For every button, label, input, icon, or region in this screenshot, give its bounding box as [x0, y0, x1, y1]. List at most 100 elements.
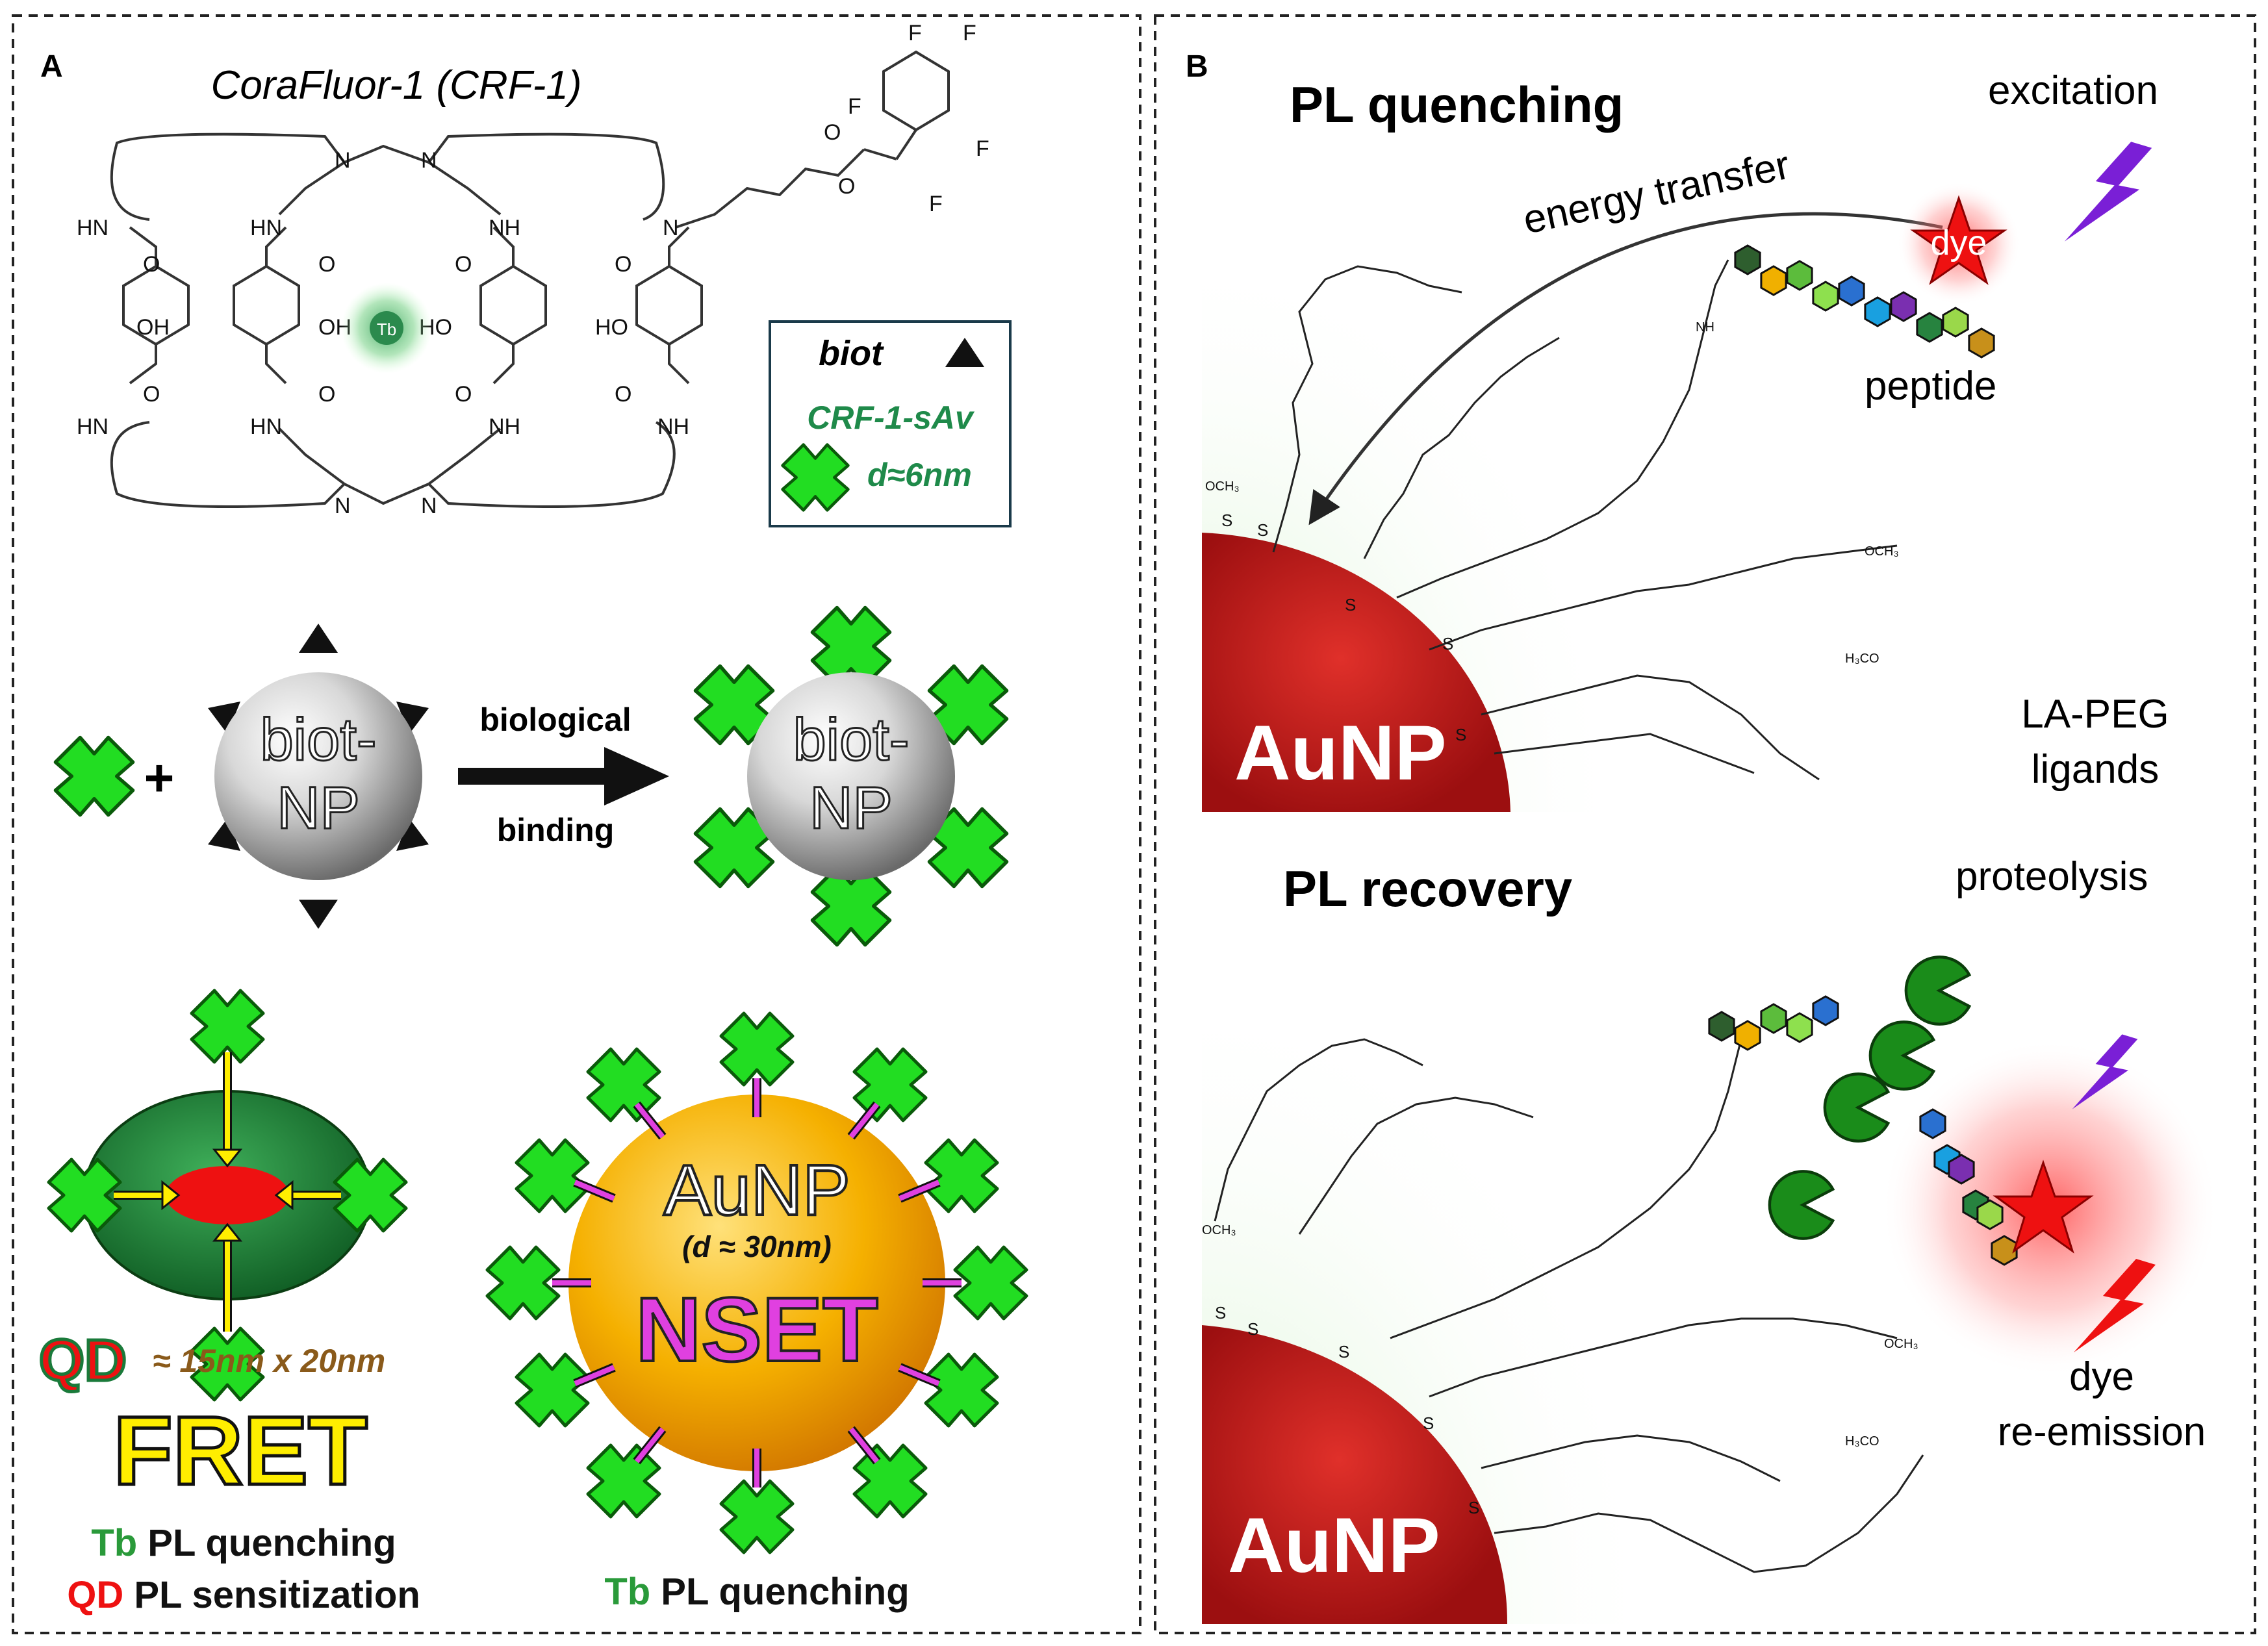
- excitation-label: excitation: [1988, 68, 2158, 113]
- dye-label: dye: [1930, 223, 1987, 262]
- hn-4: HN: [250, 414, 282, 439]
- o-5: O: [143, 382, 160, 407]
- bridge-top: [344, 144, 429, 164]
- reemission-label-1: dye: [2069, 1354, 2134, 1399]
- top-peptide-residue-10: [1968, 327, 1995, 359]
- released-peptide: [1919, 1108, 2018, 1266]
- o-2: O: [318, 252, 335, 277]
- f-3: F: [848, 94, 861, 119]
- bottom-aunp-sphere: [1202, 1325, 1508, 1624]
- biot-np-label-1: biot-: [261, 707, 377, 773]
- legend-box: biot CRF-1-sAv d≈6nm: [769, 320, 1012, 527]
- binding-scheme: + biot- NP biological binding: [55, 607, 1006, 944]
- bot-och3-2: OCH₃: [1884, 1337, 1918, 1351]
- top-s-5: S: [1455, 725, 1466, 744]
- cage-arc-bottom-left: [110, 421, 346, 508]
- top-aunp-label: AuNP: [1234, 709, 1447, 796]
- fragment-residue-4: [1786, 1012, 1813, 1043]
- n-2: N: [421, 148, 437, 173]
- arrow-label-top: biological: [479, 702, 631, 738]
- n-4: N: [421, 494, 437, 518]
- aunp-caption-tb: Tb: [604, 1571, 650, 1613]
- ho-2: HO: [595, 315, 628, 340]
- biot-np-label-2: NP: [277, 775, 360, 841]
- top-och3: OCH₃: [1205, 479, 1240, 494]
- top-chem-labels: S S S S S OCH₃ OCH₃ H₃CO NH: [1205, 320, 1899, 744]
- fragment-residue-3: [1760, 1003, 1787, 1034]
- bound-np-label-1: biot-: [793, 707, 910, 773]
- panel-b-border: [1154, 14, 2256, 1634]
- top-peptide-residue-2: [1760, 265, 1787, 296]
- bot-s-1: S: [1215, 1303, 1226, 1323]
- released-dye-star-icon: [1993, 1159, 2094, 1254]
- binding-arrow-head: [604, 747, 669, 805]
- legend-diameter: d≈6nm: [867, 457, 972, 493]
- bridge-bottom: [344, 483, 429, 505]
- o-7: O: [455, 382, 472, 407]
- bot-och3: OCH₃: [1202, 1223, 1236, 1237]
- aunp-caption-rest: PL quenching: [650, 1571, 910, 1613]
- tb-label: Tb: [377, 320, 396, 339]
- protease-icon-4: [1770, 1171, 1833, 1238]
- top-peg-chains: [1272, 259, 1898, 781]
- linker-chain: [675, 148, 865, 229]
- energy-transfer-arrow: [1308, 212, 1943, 525]
- panel-a: A CoraFluor-1 (CRF-1): [12, 14, 1141, 1634]
- top-peptide-residue-4: [1812, 281, 1839, 312]
- top-s-2: S: [1257, 520, 1268, 540]
- bot-s-4: S: [1423, 1413, 1434, 1433]
- top-peptide-residue-1: [1734, 244, 1761, 275]
- nset-label: NSET: [635, 1278, 878, 1380]
- nh-3: NH: [657, 414, 689, 439]
- n-3: N: [335, 494, 351, 518]
- top-s-4: S: [1442, 634, 1453, 653]
- ligands-label-1: LA-PEG: [2021, 692, 2169, 737]
- arm-bl: [278, 427, 346, 485]
- qd-caption-1-rest: PL quenching: [137, 1522, 396, 1564]
- hn-2: HN: [250, 216, 282, 240]
- ligands-label-2: ligands: [2032, 747, 2159, 792]
- top-dye-star-icon: [1910, 195, 2007, 285]
- plus-sign: +: [144, 749, 175, 807]
- aunp-size: (d ≈ 30nm): [682, 1230, 832, 1263]
- o-3: O: [455, 252, 472, 277]
- panel-b: B AuNP PL quenching excitation energy tr…: [1154, 14, 2256, 1634]
- aunp-nset-scheme: AuNP (d ≈ 30nm) NSET Tb PL quenching: [487, 1013, 1026, 1613]
- qd-label: QD: [39, 1328, 127, 1393]
- top-peptide-residue-6: [1864, 296, 1891, 327]
- ring-4: [635, 264, 703, 346]
- nset-arrows: [552, 1078, 962, 1488]
- cage-arc-bottom-right: [427, 421, 676, 508]
- bottom-peptide-fragment: [1708, 995, 1839, 1051]
- n-5: N: [663, 216, 679, 240]
- bottom-chem-labels: S S S S S OCH₃ OCH₃ H₃CO NH: [1202, 1022, 1918, 1517]
- fragment-residue-5: [1812, 995, 1839, 1026]
- cage-arc-top-left: [110, 133, 346, 221]
- released-residue-3: [1948, 1154, 1975, 1185]
- bound-np-sphere: [747, 672, 955, 880]
- top-peptide-residue-5: [1838, 275, 1865, 307]
- o-4: O: [615, 252, 631, 277]
- arm-tr: [427, 161, 502, 216]
- protease-icon-1: [1906, 957, 1969, 1024]
- panel-a-label: A: [40, 49, 63, 84]
- legend-crf-sav: CRF-1-sAv: [807, 399, 975, 436]
- ring-3: [479, 264, 547, 346]
- top-peptide: [1734, 244, 1995, 359]
- biot-np-sphere: [214, 672, 422, 880]
- peptide-label: peptide: [1865, 364, 1996, 409]
- aunp-caption: Tb PL quenching: [604, 1571, 909, 1613]
- compound-title: CoraFluor-1 (CRF-1): [211, 63, 582, 108]
- o-10: O: [838, 174, 855, 199]
- arrow-label-bottom: binding: [497, 812, 615, 848]
- top-peptide-residue-8: [1916, 312, 1943, 343]
- reemission-label-2: re-emission: [1998, 1410, 2206, 1454]
- panel-b-label: B: [1186, 49, 1208, 84]
- top-peptide-residue-3: [1786, 260, 1813, 291]
- bot-h3co: H₃CO: [1845, 1434, 1879, 1449]
- released-residue-1: [1919, 1108, 1946, 1139]
- hn-3: HN: [77, 414, 108, 439]
- o-8: O: [615, 382, 631, 407]
- top-och3-2: OCH₃: [1865, 544, 1899, 559]
- legend-biot: biot: [819, 334, 884, 373]
